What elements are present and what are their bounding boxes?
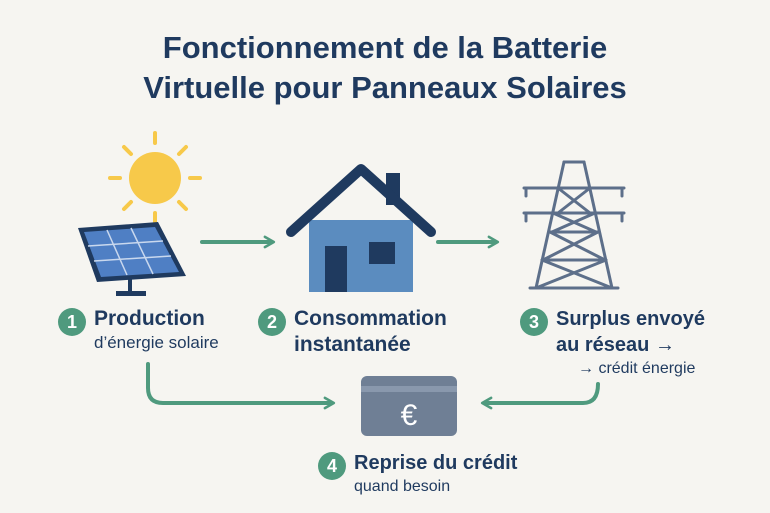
solar-panel-icon [78,222,186,296]
euro-symbol: € [401,399,418,432]
step-title: Consommation [294,307,447,330]
step-number-badge: 4 [318,452,346,480]
house-icon [286,164,436,292]
step-subtitle: au réseau → [556,334,675,356]
step-number-badge: 3 [520,308,548,336]
step-4: 4 Reprise du crédit quand besoin [318,450,517,498]
step-subtitle: d’énergie solaire [94,333,219,352]
step-3: 3 Surplus envoyé au réseau → → crédit én… [520,306,705,380]
title-line-1: Fonctionnement de la Batterie [162,30,608,65]
step-number-badge: 2 [258,308,286,336]
step-subtitle: quand besoin [354,478,451,495]
step-title: Reprise du crédit [354,452,518,474]
arrow-production-to-credit [146,362,336,410]
diagram-title: Fonctionnement de la Batterie Virtuelle … [0,28,770,108]
power-pylon-icon [522,160,626,290]
title-line-2: Virtuelle pour Panneaux Solaires [143,70,627,105]
step-2: 2 Consommation instantanée [258,306,447,358]
arrow-grid-to-credit [480,382,600,410]
step-subtitle-2: → crédit énergie [578,360,696,377]
step-number-badge: 1 [58,308,86,336]
step-title: Production [94,307,205,330]
credit-card-icon: € [361,376,457,436]
step-title: Surplus envoyé [556,308,705,330]
step-1: 1 Production d’énergie solaire [58,306,219,354]
sun-icon [108,131,202,225]
step-subtitle: instantanée [294,333,411,356]
